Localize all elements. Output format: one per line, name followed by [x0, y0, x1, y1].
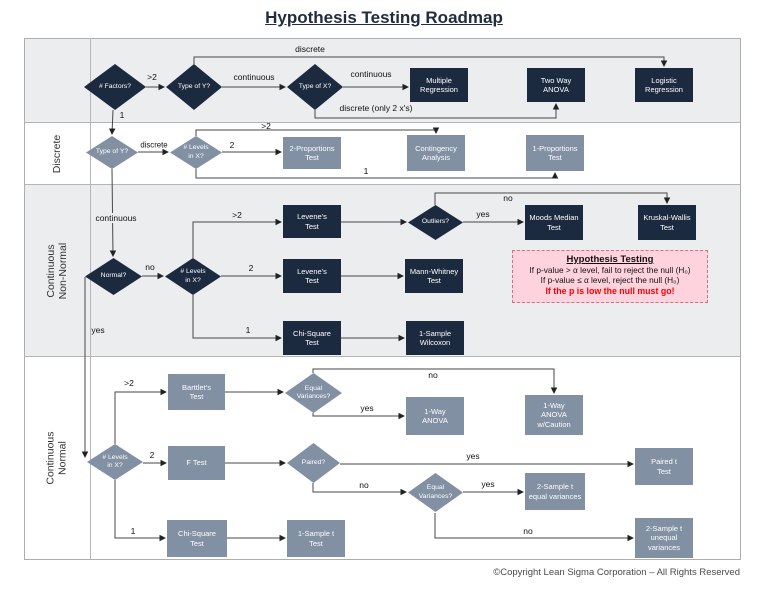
edge-label-yes-outliers: yes — [476, 209, 490, 219]
node-1-proportions-test: 1-Proportions Test — [526, 135, 584, 171]
edge-label-2-normal: 2 — [149, 450, 155, 460]
label-column-divider — [90, 38, 91, 560]
node-2-sample-t-unequal: 2-Sample t unequal variances — [635, 518, 693, 558]
edge-label-no-equal-variances-1: no — [428, 370, 438, 380]
edge-label-gt2-top: >2 — [147, 72, 157, 82]
edge-label-discrete-only-2xs: discrete (only 2 x's) — [339, 103, 413, 113]
lane-label-discrete: Discrete — [50, 134, 63, 174]
diagram-frame — [24, 38, 741, 560]
edge-label-continuous-1: continuous — [233, 72, 275, 82]
callout-line-2: If p-value ≤ α level, reject the null (H… — [540, 275, 680, 286]
node-chi-square-test-normal: Chi-Square Test — [167, 520, 227, 557]
edge-label-gt2-normal: >2 — [124, 378, 134, 388]
lane-label-continuous-normal: Continuous Normal — [44, 431, 69, 486]
edge-label-1-top: 1 — [119, 110, 125, 120]
callout-title: Hypothesis Testing — [566, 254, 654, 265]
edge-label-continuous-vertical: continuous — [93, 213, 139, 223]
edge-label-yes-equal-variances-1: yes — [360, 403, 374, 413]
edge-label-no-outliers: no — [503, 193, 513, 203]
node-2-proportions-test: 2-Proportions Test — [283, 137, 341, 169]
edge-label-yes-equal-variances-2: yes — [481, 479, 495, 489]
node-f-test: F Test — [168, 446, 225, 480]
node-1-sample-t-test: 1-Sample t Test — [287, 520, 345, 557]
edge-label-discrete: discrete — [140, 140, 168, 150]
edge-label-gt2-discrete: >2 — [261, 121, 271, 131]
edge-label-continuous-2: continuous — [350, 69, 392, 79]
node-multiple-regression: Multiple Regression — [410, 68, 468, 102]
node-moods-median-test: Moods Median Test — [525, 205, 583, 240]
node-bartletts-test: Barttlet's Test — [168, 374, 225, 410]
node-contingency-analysis: Contingency Analysis — [407, 135, 465, 171]
edge-label-no-paired: no — [359, 480, 369, 490]
edge-label-discrete-top: discrete — [295, 44, 325, 54]
node-two-way-anova: Two Way ANOVA — [527, 68, 585, 102]
callout-line-3: If the p is low the null must go! — [545, 285, 675, 296]
node-logistic-regression: Logistic Regression — [635, 68, 693, 102]
edge-label-gt2-nonnormal: >2 — [232, 210, 242, 220]
page-title: Hypothesis Testing Roadmap — [265, 8, 503, 27]
node-chi-square-test-nonnormal: Chi-Square Test — [283, 321, 341, 355]
edge-label-yes-paired: yes — [466, 451, 480, 461]
edge-label-no-equal-variances-2: no — [523, 526, 533, 536]
node-mann-whitney-test: Mann-Whitney Test — [405, 259, 463, 293]
hypothesis-testing-callout: Hypothesis Testing If p-value > α level,… — [512, 250, 708, 303]
edge-label-1-discrete: 1 — [363, 166, 369, 176]
node-kruskal-wallis-test: Kruskal-Wallis Test — [638, 205, 696, 240]
edge-label-yes-normal: yes — [91, 325, 105, 335]
node-levenes-test-2: Levene's Test — [283, 259, 341, 293]
node-2-sample-t-equal: 2-Sample t equal variances — [525, 473, 585, 510]
edge-label-1-nonnormal: 1 — [245, 325, 251, 335]
copyright-text: ©Copyright Lean Sigma Corporation – All … — [493, 567, 740, 578]
node-1-way-anova: 1-Way ANOVA — [406, 397, 464, 435]
edge-label-2-nonnormal: 2 — [248, 263, 254, 273]
edge-label-2-discrete: 2 — [229, 140, 235, 150]
edge-label-no-normal: no — [145, 262, 155, 272]
edge-label-1-normal: 1 — [130, 526, 136, 536]
node-paired-t-test: Paired t Test — [635, 448, 693, 485]
lane-label-continuous-nonnormal: Continuous Non-Normal — [44, 242, 69, 300]
callout-line-1: If p-value > α level, fail to reject the… — [529, 265, 691, 275]
node-1-way-anova-caution: 1-Way ANOVA w/Caution — [525, 395, 583, 435]
node-levenes-test-1: Levene's Test — [283, 205, 341, 238]
node-1-sample-wilcoxon: 1-Sample Wilcoxon — [406, 321, 464, 355]
